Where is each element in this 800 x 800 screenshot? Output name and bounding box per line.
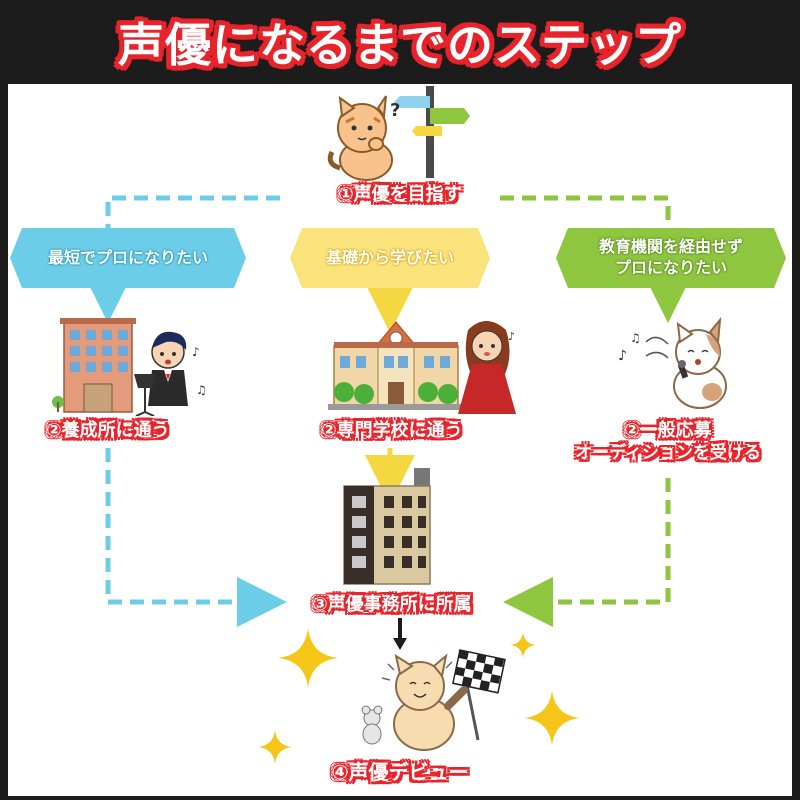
svg-text:♫: ♫	[630, 331, 641, 345]
route-middle-tag-text: 基礎から学びたい	[325, 247, 454, 267]
office-building-icon	[343, 468, 431, 585]
page-title: 声優になるまでのステップ	[118, 18, 682, 72]
sparkle-icon	[524, 690, 580, 746]
right-step2-label: ②一般応募 オーディションを受ける	[575, 420, 761, 464]
training-school-building-and-singer-icon: ♪ ♫	[52, 318, 207, 416]
thinking-cat-with-signpost-icon: ?	[327, 86, 470, 181]
cat-with-checkered-flag-icon	[361, 649, 506, 751]
sparkle-icon	[510, 632, 536, 658]
right-step2-line1: ②一般応募	[624, 420, 712, 441]
step-start-label: ①声優を目指す	[338, 184, 462, 205]
svg-text:♪: ♪	[192, 345, 200, 359]
title-bar: 声優になるまでのステップ	[0, 0, 800, 84]
route-right-tag: 教育機関を経由せず プロになりたい	[556, 228, 786, 288]
step3-label: ③声優事務所に所属	[312, 594, 472, 615]
svg-text:♪: ♪	[618, 348, 627, 364]
step4-label: ④声優デビュー	[331, 760, 469, 784]
route-right-tag-line2: プロになりたい	[614, 258, 727, 277]
svg-text:?: ?	[390, 100, 400, 121]
route-left-tag: 最短でプロになりたい	[10, 228, 246, 288]
debut-arrow	[393, 618, 407, 650]
singing-cat-icon: ♪ ♫	[618, 316, 727, 409]
route-left-tag-text: 最短でプロになりたい	[47, 247, 208, 267]
right-step2-line2: オーディションを受ける	[575, 442, 761, 463]
vocational-school-and-singer-icon: ♪	[328, 321, 516, 414]
route-middle-tag: 基礎から学びたい	[290, 228, 490, 288]
sparkle-icon	[278, 628, 338, 688]
svg-text:♪: ♪	[508, 330, 515, 343]
route-right-tag-line1: 教育機関を経由せず	[598, 237, 743, 257]
right-route-connector	[500, 195, 693, 627]
svg-text:♫: ♫	[196, 383, 207, 397]
middle-step2-label: ②専門学校に通う	[321, 420, 463, 441]
left-step2-label: ②養成所に通う	[46, 420, 170, 441]
sparkle-icon	[258, 730, 292, 764]
left-route-connector	[83, 195, 287, 627]
